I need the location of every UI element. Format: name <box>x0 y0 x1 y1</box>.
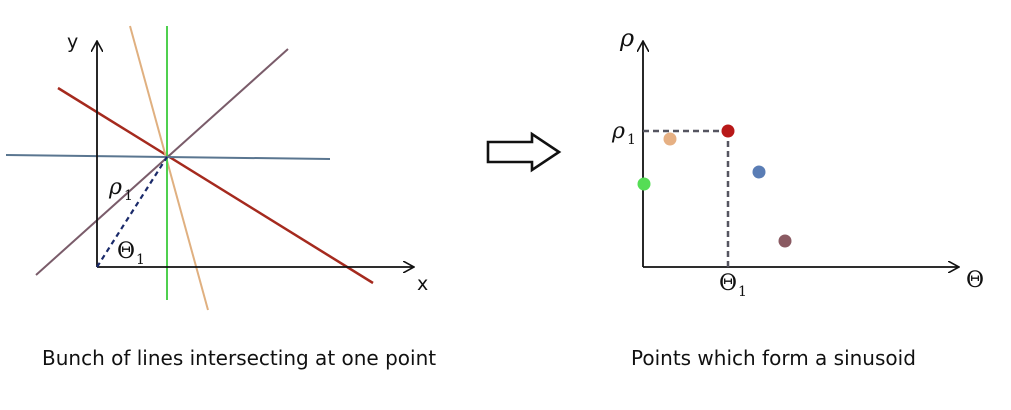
line-blue <box>5 154 331 160</box>
right-panel: Θ ρ ρ 1 Θ 1 <box>611 24 984 300</box>
left-caption: Bunch of lines intersecting at one point <box>42 346 437 370</box>
left-x-axis-label: x <box>417 273 428 295</box>
point-blue <box>752 165 766 179</box>
left-theta-subscript: 1 <box>136 252 145 268</box>
point-green <box>637 177 651 191</box>
right-theta-subscript: 1 <box>738 284 747 300</box>
right-caption: Points which form a sinusoid <box>631 346 916 370</box>
left-y-axis-label: y <box>67 31 78 53</box>
right-theta-axis-label: Θ <box>966 268 984 293</box>
right-rho-axis-label: ρ <box>619 24 634 52</box>
right-rho-subscript: 1 <box>627 132 636 148</box>
left-rho-subscript: 1 <box>124 188 133 204</box>
line-purple <box>35 48 289 276</box>
right-rho-symbol: ρ <box>611 119 625 144</box>
left-theta-symbol: Θ <box>117 239 135 264</box>
hollow-right-arrow-icon <box>486 131 562 173</box>
left-panel: x y ρ 1 Θ 1 <box>5 25 428 311</box>
line-red <box>57 86 374 285</box>
point-orange <box>663 132 677 146</box>
point-purple <box>778 234 792 248</box>
point-red <box>721 124 735 138</box>
line-orange <box>129 25 209 311</box>
rho-normal-dashed-line <box>96 156 168 268</box>
right-theta-symbol: Θ <box>719 271 737 296</box>
left-rho-symbol: ρ <box>108 175 122 200</box>
